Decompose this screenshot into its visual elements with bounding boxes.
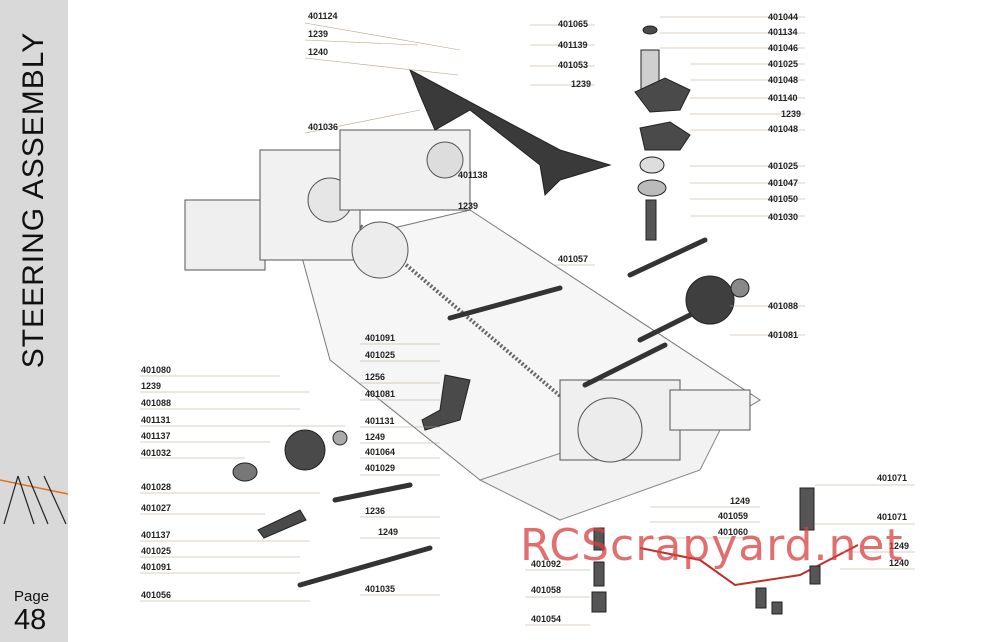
callout-401080: 401080 <box>141 365 172 375</box>
callout-401025-c: 401025 <box>365 350 396 360</box>
callout-401137-a: 401137 <box>141 431 171 441</box>
callout-401138: 401138 <box>458 170 488 180</box>
section-title: STEERING ASSEMBLY <box>17 31 50 369</box>
callout-401139: 401139 <box>558 40 588 50</box>
callout-401081-b: 401081 <box>365 389 396 399</box>
callout-1256: 1256 <box>365 372 386 382</box>
callout-401027: 401027 <box>141 503 172 513</box>
callout-401140: 401140 <box>768 93 798 103</box>
callout-401091-b: 401091 <box>141 562 172 572</box>
callout-1239-c: 1239 <box>781 109 802 119</box>
callout-1249-a: 1249 <box>365 432 386 442</box>
callout-1249-b: 1249 <box>378 527 399 537</box>
callout-401035: 401035 <box>365 584 396 594</box>
callout-401025-d: 401025 <box>141 546 172 556</box>
callout-1249-d: 1249 <box>889 541 910 551</box>
callout-401071-a: 401071 <box>877 473 908 483</box>
callout-401057: 401057 <box>558 254 589 264</box>
steering-rod <box>639 544 859 587</box>
sidebar-decoration <box>0 475 68 525</box>
callout-401036: 401036 <box>308 122 339 132</box>
callout-401046: 401046 <box>768 43 799 53</box>
callout-401124: 401124 <box>308 11 338 21</box>
callout-401059: 401059 <box>718 511 749 521</box>
callout-1240-b: 1240 <box>889 558 910 568</box>
steering-assembly-drawing <box>140 16 915 626</box>
callout-401048-b: 401048 <box>768 124 799 134</box>
sidebar: STEERING ASSEMBLY Page 48 <box>0 0 68 642</box>
callout-401056: 401056 <box>141 590 172 600</box>
page-number: 48 <box>14 604 47 636</box>
callout-401134: 401134 <box>768 27 798 37</box>
callout-401060: 401060 <box>718 527 749 537</box>
callout-401091-a: 401091 <box>365 333 396 343</box>
top-brace <box>409 68 612 197</box>
callout-401088-b: 401088 <box>141 398 172 408</box>
callout-1236: 1236 <box>365 506 386 516</box>
callout-401092: 401092 <box>531 559 562 569</box>
callout-401131-a: 401131 <box>365 416 395 426</box>
callout-1240-a: 1240 <box>308 47 329 57</box>
callout-401054: 401054 <box>531 614 562 624</box>
callout-401050: 401050 <box>768 194 799 204</box>
callout-401028: 401028 <box>141 482 172 492</box>
callout-401053: 401053 <box>558 60 589 70</box>
callout-401137-b: 401137 <box>141 530 171 540</box>
callout-401025-b: 401025 <box>768 161 799 171</box>
callout-401030: 401030 <box>768 212 799 222</box>
callout-1249-c: 1249 <box>730 496 751 506</box>
callout-401081-a: 401081 <box>768 330 799 340</box>
callout-401044: 401044 <box>768 12 799 22</box>
callout-401048-a: 401048 <box>768 75 799 85</box>
callout-401131-b: 401131 <box>141 415 171 425</box>
callout-401025-a: 401025 <box>768 59 799 69</box>
callout-401065: 401065 <box>558 19 589 29</box>
callout-401071-b: 401071 <box>877 512 908 522</box>
callout-1239-b: 1239 <box>571 79 592 89</box>
callout-1239-d: 1239 <box>458 201 479 211</box>
callout-1239-e: 1239 <box>141 381 162 391</box>
callout-401029: 401029 <box>365 463 396 473</box>
page-label: Page <box>14 588 50 605</box>
callout-401088-a: 401088 <box>768 301 799 311</box>
callout-401032: 401032 <box>141 448 172 458</box>
watermark: RCScrapyard.net <box>520 520 904 571</box>
callout-401064: 401064 <box>365 447 396 457</box>
callout-401058: 401058 <box>531 585 562 595</box>
callout-1239-a: 1239 <box>308 29 329 39</box>
callout-401047: 401047 <box>768 178 799 188</box>
